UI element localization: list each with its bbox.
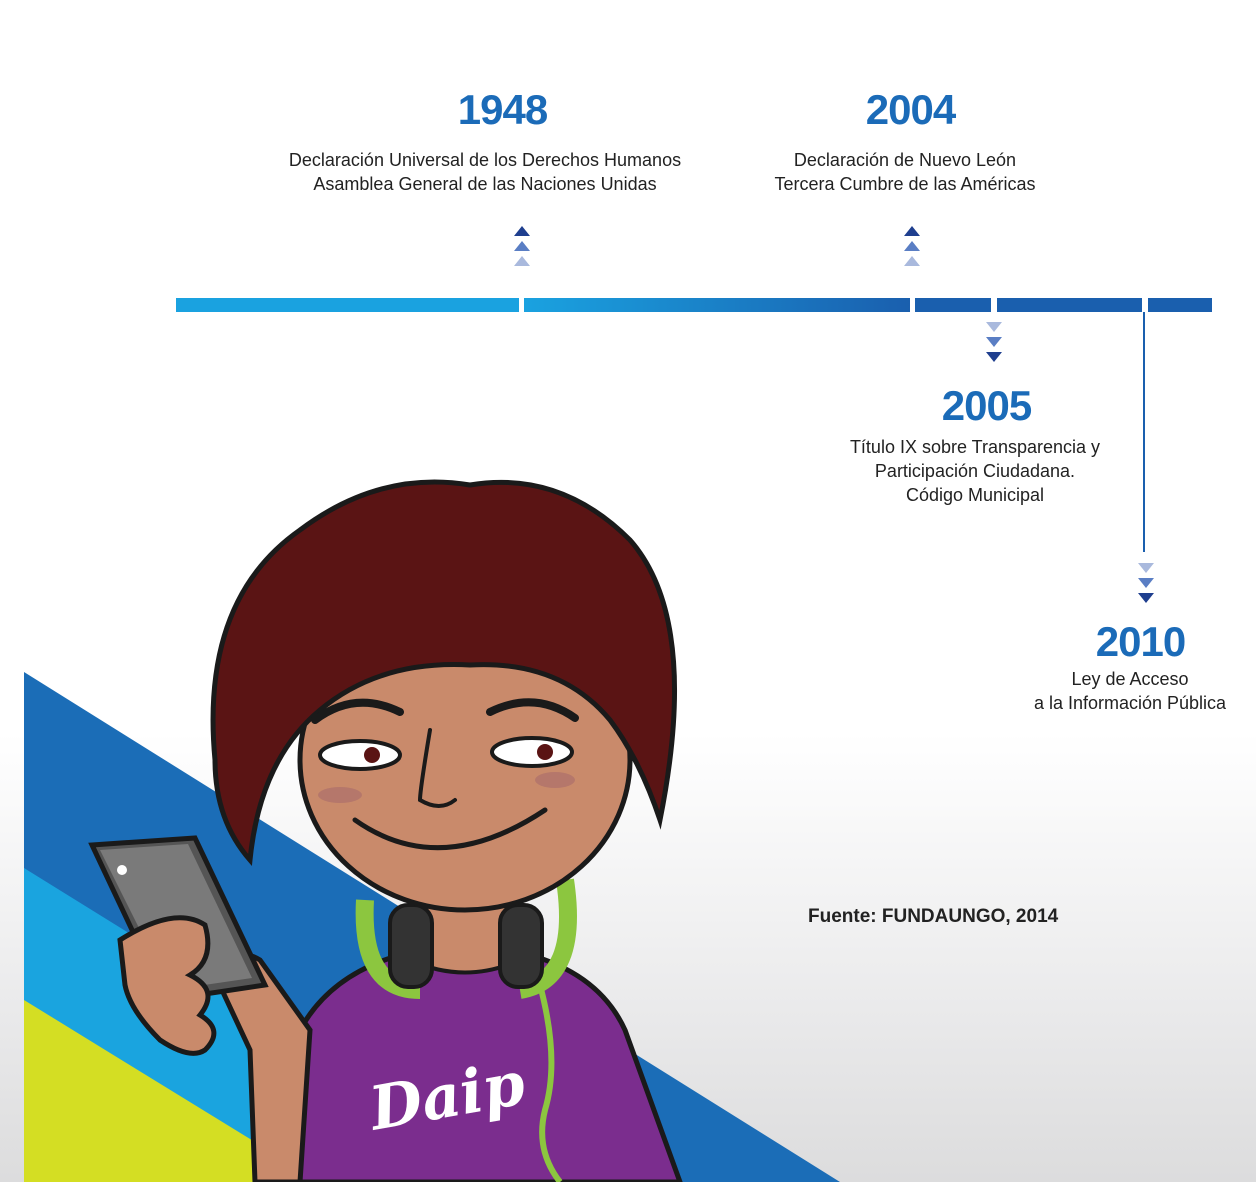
timeline-segment [524, 298, 910, 312]
event-description-2010: Ley de Acceso a la Información Pública [1010, 667, 1250, 715]
right-cheek [535, 772, 575, 788]
right-pupil [537, 744, 553, 760]
description-line: Declaración de Nuevo León [793, 150, 1017, 170]
left-eyebrow [311, 698, 404, 724]
headphone-right-cup [498, 903, 544, 989]
character: Daip [88, 479, 683, 1182]
description-line: Participación Ciudadana. [874, 461, 1076, 481]
description-line: Declaración Universal de los Derechos Hu… [288, 150, 682, 170]
description-line: Código Municipal [905, 485, 1045, 505]
event-description-2005: Título IX sobre Transparencia y Particip… [825, 435, 1125, 507]
event-year-2010: 2010 [1095, 618, 1186, 665]
mouth [352, 807, 548, 851]
band-yellow [24, 1000, 320, 1182]
description-line: Tercera Cumbre de las Américas [774, 174, 1036, 194]
timeline-segment [1148, 298, 1212, 312]
event-description-2004: Declaración de Nuevo León Tercera Cumbre… [705, 148, 1105, 196]
description-line: a la Información Pública [1033, 693, 1227, 713]
description-line: Ley de Acceso [1071, 669, 1189, 689]
timeline-segment [176, 298, 519, 312]
nose [417, 728, 457, 808]
right-eye [490, 736, 574, 768]
connector-line-2010 [1143, 312, 1145, 552]
description-line: Título IX sobre Transparencia y [849, 437, 1101, 457]
headphone-cable [537, 984, 563, 1182]
headphone-left-cup [388, 903, 434, 989]
event-year-2005: 2005 [941, 382, 1032, 429]
description-line: Asamblea General de las Naciones Unidas [313, 174, 657, 194]
hair [210, 479, 677, 866]
event-description-1948: Declaración Universal de los Derechos Hu… [235, 148, 735, 196]
left-cheek [318, 787, 362, 803]
hand [117, 915, 217, 1056]
event-year-1948: 1948 [457, 86, 548, 133]
timeline-segment [997, 298, 1142, 312]
left-pupil [364, 747, 380, 763]
source-citation: Fuente: FUNDAUNGO, 2014 [808, 906, 1059, 927]
left-eye [318, 739, 402, 771]
timeline-segment [915, 298, 991, 312]
event-year-2004: 2004 [865, 86, 956, 133]
right-eyebrow [486, 698, 579, 722]
